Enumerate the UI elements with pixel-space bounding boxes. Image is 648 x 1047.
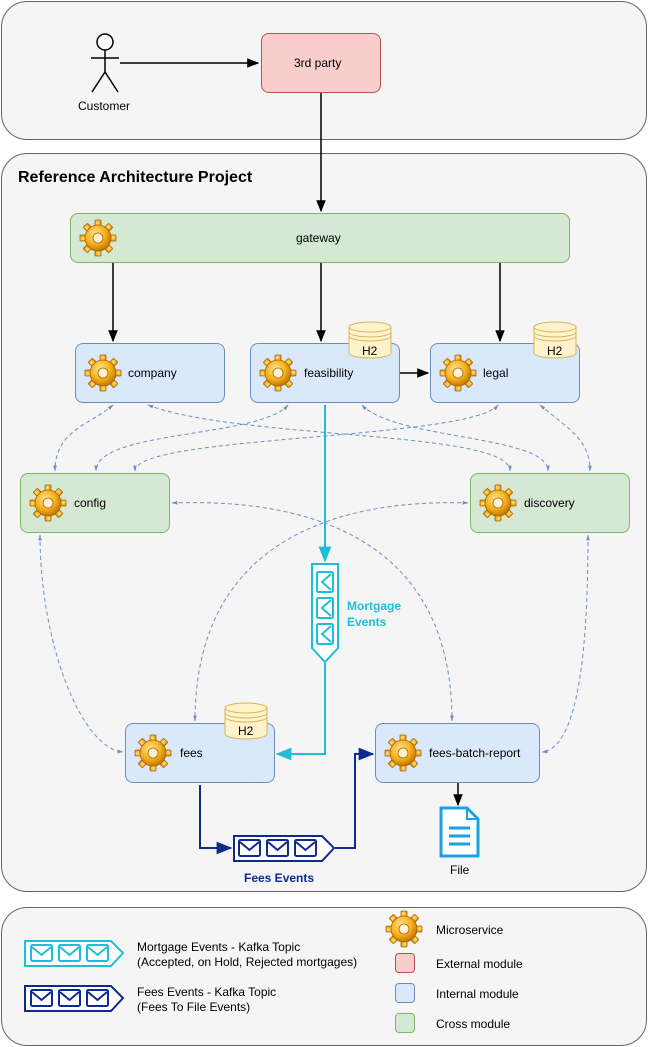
customer-actor-icon <box>91 33 119 93</box>
legend-panel <box>1 907 647 1046</box>
company-gear-icon <box>84 354 122 392</box>
gateway-box[interactable] <box>70 213 570 263</box>
legend-cross-swatch <box>395 1013 415 1033</box>
fees-label: fees <box>180 746 203 760</box>
legend-internal-label: Internal module <box>436 987 519 1001</box>
legend-mortgage-topic-icon <box>24 940 125 967</box>
legal-discovery-link <box>539 404 592 472</box>
legend-cross-label: Cross module <box>436 1017 511 1031</box>
mortgage-topic-label-line1: Mortgage <box>347 599 401 613</box>
legend-fees-topic-desc: (Fees To File Events) <box>137 1000 251 1014</box>
company-config-link <box>53 404 114 472</box>
file-icon <box>439 806 480 858</box>
config-gear-icon <box>29 484 67 522</box>
legal-config-link <box>133 404 499 472</box>
feasibility-discovery-link <box>361 404 550 472</box>
legal-db-label: H2 <box>547 344 563 358</box>
fees-db-label: H2 <box>238 724 254 738</box>
third-party-label: 3rd party <box>294 56 342 70</box>
company-discovery-link <box>147 404 512 472</box>
fees-topic-label: Fees Events <box>244 871 315 885</box>
fees-to-fees-topic-arrow <box>199 785 233 855</box>
fees-topic-to-report-arrow <box>335 747 375 849</box>
fees-batch-report-label: fees-batch-report <box>429 746 521 760</box>
gateway-gear-icon <box>79 219 117 257</box>
config-label: config <box>74 496 107 510</box>
company-label: company <box>128 366 177 380</box>
legend-internal-swatch <box>395 983 415 1003</box>
feasibility-db-label: H2 <box>362 344 378 358</box>
fees-topic-icon <box>233 835 336 862</box>
mortgage-topic-to-fees-arrow <box>275 663 326 761</box>
legal-label: legal <box>483 366 509 380</box>
feasibility-gear-icon <box>259 354 297 392</box>
legal-gear-icon <box>439 354 477 392</box>
legend-mortgage-topic-title: Mortgage Events - Kafka Topic <box>137 940 301 954</box>
customer-label: Customer <box>78 99 131 113</box>
file-label: File <box>450 863 470 877</box>
legend-fees-topic-icon <box>24 985 125 1012</box>
legend-microservice-label: Microservice <box>436 923 504 937</box>
discovery-report-link <box>541 534 590 754</box>
legend-fees-topic-title: Fees Events - Kafka Topic <box>137 985 277 999</box>
legend-microservice-gear-icon <box>385 910 423 948</box>
config-fees-link <box>38 534 124 754</box>
legend-mortgage-topic-desc: (Accepted, on Hold, Rejected mortgages) <box>137 955 358 969</box>
third-party-box[interactable] <box>261 33 381 93</box>
discovery-fees-link <box>193 501 469 722</box>
feasibility-config-link <box>94 404 289 472</box>
legend-external-swatch <box>395 953 415 973</box>
mortgage-topic-label-line2: Events <box>347 615 387 629</box>
fees-gear-icon <box>134 734 172 772</box>
gateway-label: gateway <box>296 231 341 245</box>
legend-external-label: External module <box>436 957 523 971</box>
project-title: Reference Architecture Project <box>18 169 253 186</box>
discovery-label: discovery <box>524 496 575 510</box>
feasibility-label: feasibility <box>304 366 354 380</box>
fees-batch-report-gear-icon <box>384 734 422 772</box>
discovery-gear-icon <box>479 484 517 522</box>
mortgage-topic-icon <box>311 563 339 664</box>
